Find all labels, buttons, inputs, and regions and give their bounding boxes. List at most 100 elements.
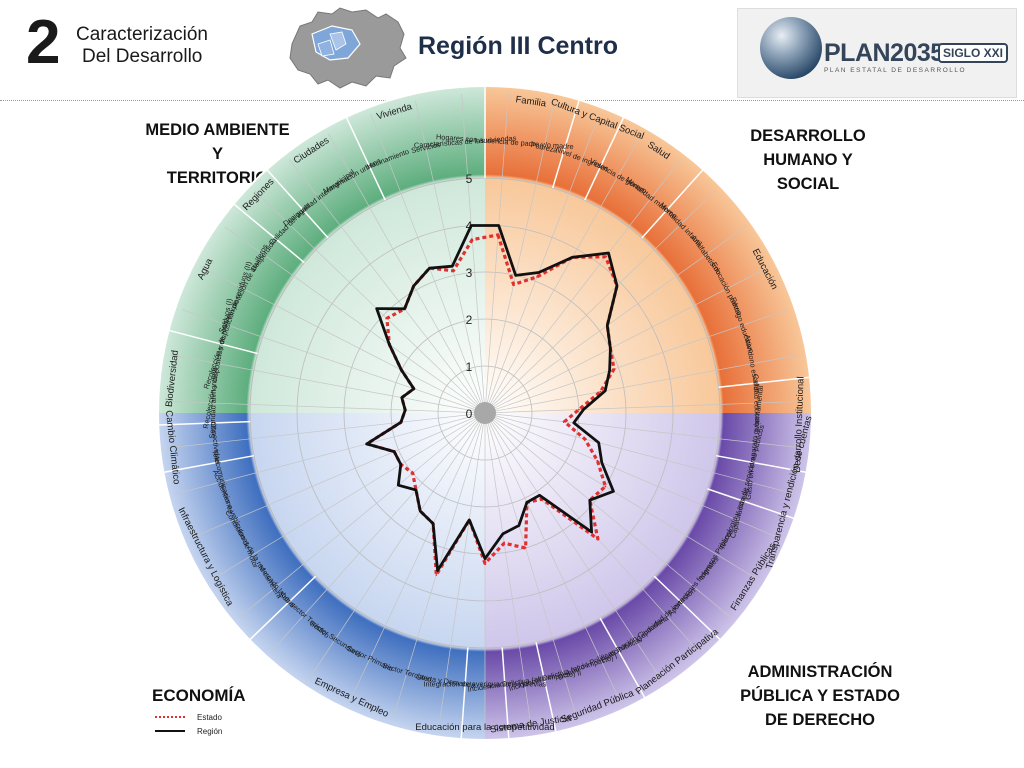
data-point	[415, 489, 417, 491]
group-separator	[551, 99, 580, 189]
data-point	[604, 255, 607, 258]
tick-label-0: 0	[466, 407, 473, 421]
data-point	[412, 285, 415, 287]
legend-label-estado: Estado	[197, 712, 222, 722]
data-point	[609, 347, 612, 350]
group-separator	[584, 116, 625, 201]
corner-adm-line2: PÚBLICA Y ESTADO	[740, 687, 900, 705]
spoke	[415, 100, 486, 414]
data-point	[470, 224, 473, 227]
data-point	[411, 472, 414, 474]
corner-label-environment: MEDIO AMBIENTE Y TERRITORIO	[135, 118, 300, 190]
spoke	[484, 93, 509, 414]
data-point	[365, 443, 368, 445]
group-separator	[715, 454, 807, 474]
data-point	[571, 256, 574, 259]
legend-swatch-region	[155, 730, 185, 732]
group-separator	[653, 575, 721, 641]
quadrant-environment	[158, 86, 485, 413]
corner-hum-line3: SOCIAL	[776, 175, 840, 193]
data-point	[600, 461, 603, 464]
globe-icon	[760, 17, 822, 79]
spoke	[348, 412, 486, 703]
tick-label-3: 3	[466, 266, 473, 280]
legend-swatch-estado	[155, 716, 185, 718]
legend-label-region: Región	[197, 726, 223, 736]
data-point	[399, 463, 402, 466]
group-separator	[168, 329, 258, 355]
logo-badge: SIGLO XXI	[938, 43, 1009, 63]
data-point	[503, 542, 506, 545]
spoke	[438, 412, 486, 730]
data-point	[452, 269, 455, 272]
data-point	[616, 284, 618, 287]
plan2035-logo: PLAN2035 SIGLO XXI PLAN ESTATAL DE DESAR…	[737, 8, 1017, 98]
corner-label-administration: ADMINISTRACIÓN PÚBLICA Y ESTADO DE DEREC…	[720, 660, 920, 732]
corner-env-line2: Y	[211, 145, 223, 163]
tick-label-2: 2	[466, 313, 473, 327]
group-separator	[707, 488, 795, 520]
logo-name: PLAN2035	[824, 39, 944, 67]
spoke	[484, 412, 780, 539]
data-point	[393, 450, 396, 453]
group-label: Educación para la competitividad	[415, 722, 554, 733]
quadrant-human	[485, 86, 812, 413]
corner-env-line1: MEDIO AMBIENTE	[145, 121, 290, 139]
spoke	[211, 412, 486, 580]
spoke	[166, 412, 486, 449]
data-point	[608, 369, 611, 372]
data-point	[526, 501, 528, 504]
spoke	[484, 400, 805, 414]
data-point	[386, 317, 388, 320]
spoke	[484, 113, 600, 414]
group-separator	[249, 575, 317, 641]
group-separator	[345, 116, 386, 201]
section-title-line1: Caracterización	[76, 24, 208, 45]
spoke	[484, 226, 746, 414]
spoke	[484, 100, 555, 414]
data-point	[582, 408, 585, 411]
data-point	[388, 343, 391, 346]
quadrant-admin	[485, 413, 812, 740]
spoke	[484, 190, 716, 414]
spoke	[175, 412, 486, 495]
group-separator	[718, 376, 811, 389]
spoke	[370, 113, 486, 414]
data-point	[538, 494, 541, 497]
data-point	[397, 484, 400, 487]
corner-hum-line2: HUMANO Y	[763, 151, 853, 169]
chart-legend: Estado Región	[155, 710, 222, 738]
data-point	[597, 538, 599, 540]
group-separator	[501, 647, 510, 740]
data-point	[599, 390, 602, 393]
data-point	[497, 224, 500, 227]
group-separator	[599, 617, 646, 699]
indicator-label: Seguridad alimentaria	[207, 366, 219, 438]
data-point	[588, 499, 591, 502]
group-separator	[163, 454, 255, 474]
spoke	[254, 190, 486, 414]
corner-adm-line3: DE DERECHO	[764, 711, 875, 729]
data-point	[524, 547, 527, 549]
tick-label-5: 5	[466, 172, 473, 186]
spoke	[484, 159, 681, 414]
data-point	[604, 389, 607, 392]
group-separator	[641, 168, 704, 239]
spoke	[484, 412, 578, 720]
data-point	[606, 324, 609, 327]
data-point	[512, 283, 515, 286]
spoke	[224, 226, 486, 414]
spoke	[484, 412, 662, 681]
spoke	[484, 412, 804, 449]
section-title-line2: Del Desarrollo	[82, 46, 203, 67]
data-point	[484, 557, 486, 560]
data-point	[597, 441, 600, 444]
data-point	[403, 307, 406, 310]
data-point	[412, 387, 415, 390]
data-point	[400, 369, 403, 371]
tick-label-1: 1	[466, 360, 473, 374]
data-point	[435, 574, 438, 576]
data-point	[607, 252, 610, 254]
data-point	[578, 408, 580, 411]
